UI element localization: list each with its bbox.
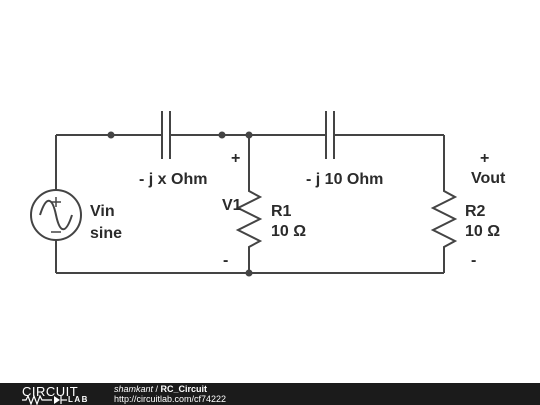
v1-label: V1: [222, 197, 242, 214]
r2-value: 10 Ω: [465, 223, 500, 240]
source-type: sine: [90, 225, 122, 242]
vout-label: Vout: [471, 170, 506, 187]
junction-dot: [245, 131, 253, 139]
circuitlab-logo[interactable]: CIRCUIT LAB: [22, 383, 102, 405]
junction-dot: [245, 269, 253, 277]
junction-dot: [218, 131, 226, 139]
circuit-url[interactable]: http://circuitlab.com/cf74222: [114, 394, 227, 404]
v1-minus: -: [223, 252, 228, 269]
resistor-r2-icon: [430, 185, 458, 255]
author-name[interactable]: shamkant: [114, 384, 154, 394]
vout-minus: -: [471, 252, 476, 269]
junction-dot: [107, 131, 115, 139]
logo-text-top: CIRCUIT: [22, 384, 79, 399]
vout-plus: +: [480, 150, 489, 167]
r1-name: R1: [271, 203, 292, 220]
v1-plus: +: [231, 150, 240, 167]
r2-name: R2: [465, 203, 486, 220]
capacitor-2-label: - j 10 Ohm: [306, 171, 383, 188]
r1-value: 10 Ω: [271, 223, 306, 240]
footer-bar: CIRCUIT LAB shamkant / RC_Circuit http:/…: [0, 383, 540, 405]
ac-source-icon: [30, 189, 82, 241]
capacitor-1: [161, 111, 171, 159]
capacitor-2: [325, 111, 335, 159]
circuit-schematic: - j x Ohm - j 10 Ohm Vin sine R1 10 Ω R2…: [30, 111, 506, 277]
circuit-credit: shamkant / RC_Circuit http://circuitlab.…: [114, 384, 226, 404]
credit-separator: /: [153, 384, 161, 394]
logo-resistor-icon: [22, 395, 67, 405]
source-name: Vin: [90, 203, 115, 220]
logo-text-bottom: LAB: [68, 395, 89, 404]
resistor-r1-icon: [235, 185, 263, 255]
capacitor-1-label: - j x Ohm: [139, 171, 207, 188]
circuit-name[interactable]: RC_Circuit: [160, 384, 208, 394]
